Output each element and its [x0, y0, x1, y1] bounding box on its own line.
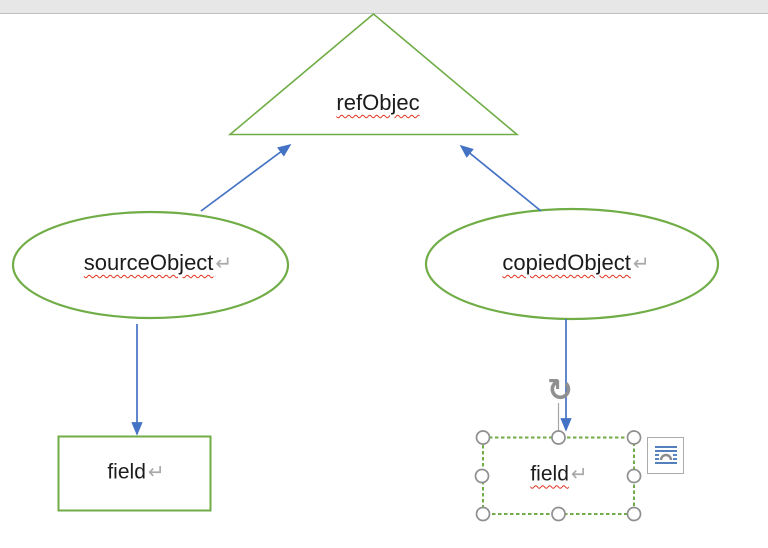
paragraph-return-icon: ↵	[215, 252, 233, 275]
triangle-label: refObjec	[336, 89, 420, 115]
selection-handle-top-center[interactable]	[551, 430, 566, 445]
connector-sourceobject-to-refobjec[interactable]	[200, 143, 292, 212]
ellipse-shape-copiedobject[interactable]	[424, 207, 720, 321]
layout-options-in-line-with-text-icon	[654, 445, 677, 464]
rotate-handle-icon[interactable]: ↻	[547, 372, 573, 409]
source-ellipse-label: sourceObject↵	[83, 249, 233, 275]
copied-ellipse-label-text: copiedObject	[502, 249, 631, 275]
ellipse-shape-sourceobject[interactable]	[11, 210, 290, 320]
selection-handle-mid-right[interactable]	[626, 468, 642, 484]
selection-handle-mid-left[interactable]	[474, 468, 490, 484]
source-ellipse-label-text: sourceObject	[83, 249, 214, 275]
paragraph-return-icon: ↵	[632, 252, 650, 275]
triangle-label-text: refObjec	[336, 89, 420, 115]
selection-handles	[474, 430, 642, 522]
selection-handle-top-right[interactable]	[626, 430, 642, 445]
selection-handle-top-left[interactable]	[475, 430, 491, 445]
field-right-label: field↵	[530, 462, 587, 485]
paragraph-return-icon: ↵	[147, 461, 165, 484]
paragraph-return-icon: ↵	[570, 463, 588, 486]
field-right-label-text: field	[530, 462, 569, 486]
page-top-margin-bar	[0, 0, 768, 14]
connector-copiedobject-to-refobjec[interactable]	[459, 144, 542, 212]
field-left-label-text: field	[107, 460, 146, 484]
selection-handle-bottom-center[interactable]	[551, 506, 566, 522]
rectangle-shape-field-left[interactable]	[57, 435, 212, 512]
copied-ellipse-label: copiedObject↵	[502, 249, 650, 275]
selection-handle-bottom-left[interactable]	[475, 506, 491, 522]
selection-handle-bottom-right[interactable]	[626, 506, 642, 522]
layout-options-button[interactable]	[647, 437, 684, 474]
triangle-shape-refobjec[interactable]	[227, 12, 520, 136]
field-left-label: field↵	[107, 460, 164, 483]
